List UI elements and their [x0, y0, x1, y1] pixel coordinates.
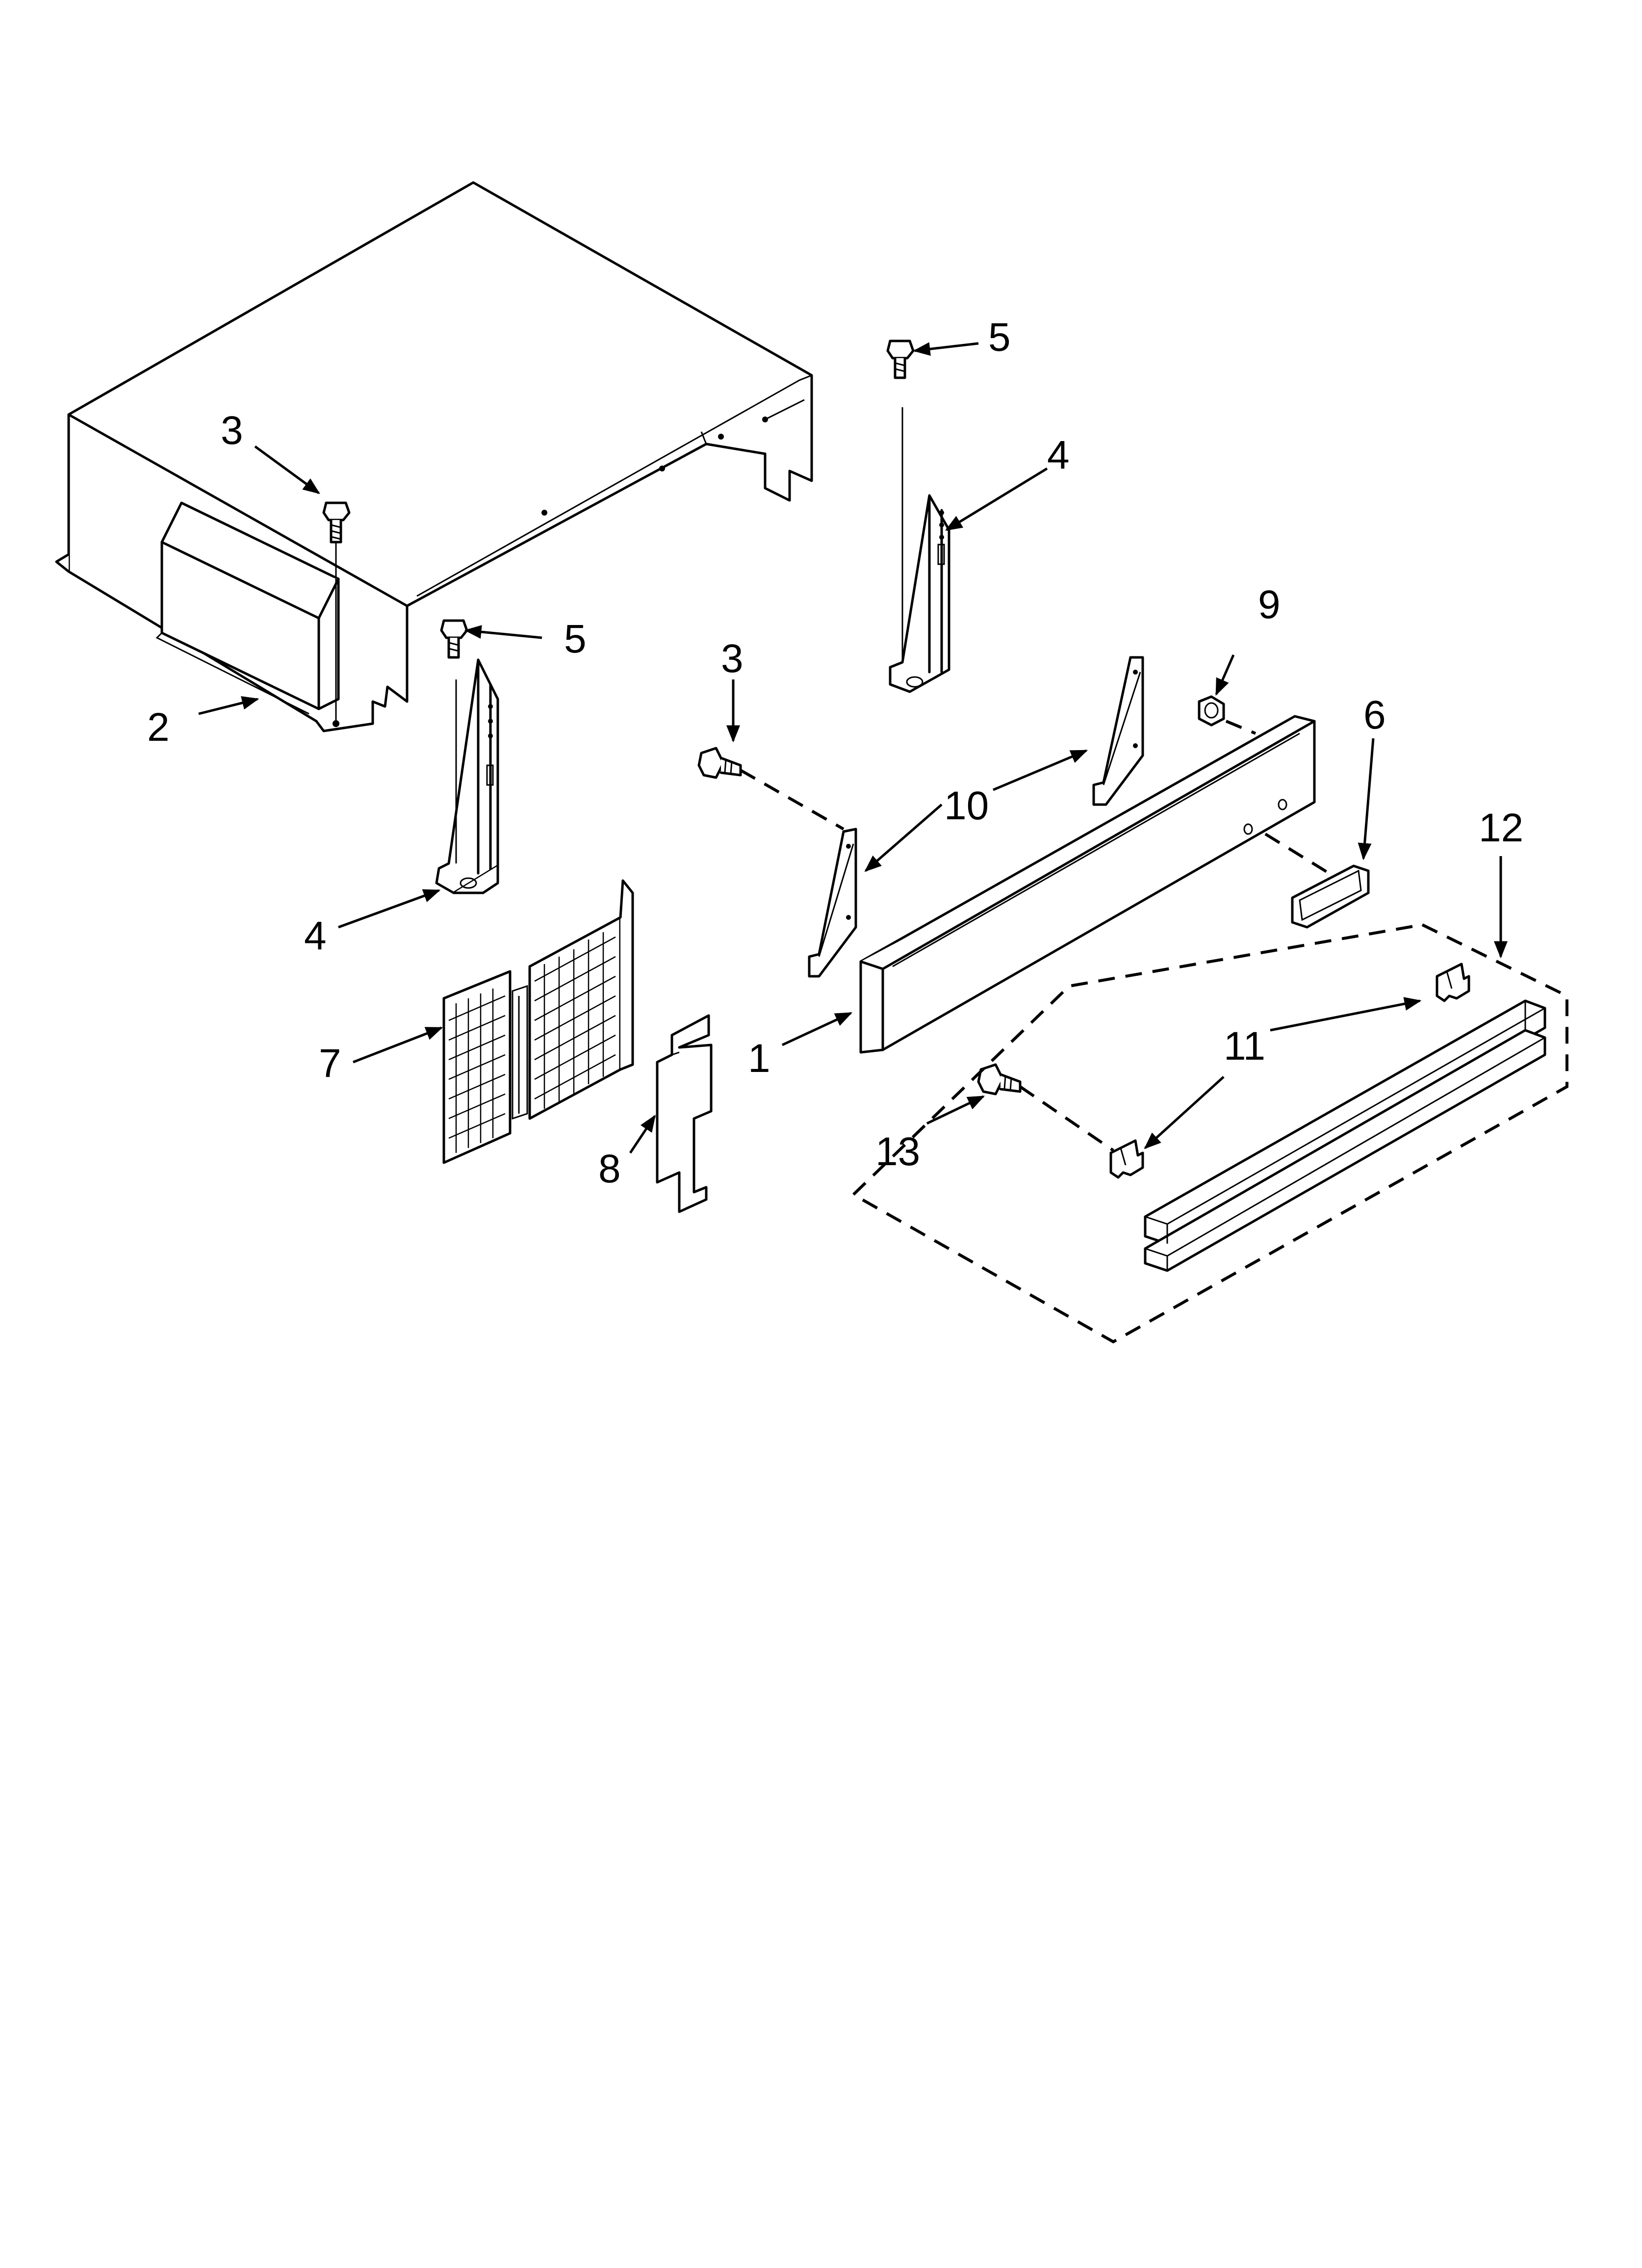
- callout-2: 2: [147, 705, 170, 750]
- callout-5-right: 5: [988, 315, 1011, 360]
- screw-front-bracket: [697, 747, 742, 779]
- callout-9: 9: [1258, 582, 1281, 627]
- screw-bracket-left: [440, 619, 468, 659]
- screw-bracket-right: [886, 339, 915, 379]
- grille: [442, 879, 634, 1164]
- kick-plate: [1144, 999, 1546, 1272]
- bracket-left: [435, 658, 499, 894]
- callout-11: 11: [1224, 1024, 1265, 1069]
- screw-kick-plate: [977, 1063, 1022, 1095]
- bracket-right: [889, 407, 950, 693]
- front-bracket-lower: [808, 828, 857, 978]
- callout-3-front: 3: [721, 636, 744, 681]
- callout-10: 10: [944, 783, 989, 828]
- kick-plate-assembly-outline: [851, 923, 1568, 1344]
- callout-13: 13: [875, 1129, 920, 1174]
- callout-6: 6: [1363, 693, 1386, 737]
- front-panel: [859, 715, 1316, 1054]
- callout-12: 12: [1479, 806, 1523, 850]
- callout-8: 8: [598, 1147, 621, 1191]
- guide-line-handle: [1264, 833, 1330, 875]
- callout-7: 7: [319, 1041, 341, 1086]
- guide-line-nut: [1225, 720, 1257, 735]
- callout-5-left: 5: [564, 617, 587, 661]
- guide-line-front-screw: [740, 769, 845, 831]
- screw-cabinet: [322, 501, 351, 727]
- cover-plate: [656, 1014, 713, 1213]
- handle-trim: [1291, 864, 1370, 929]
- clip-lower: [1109, 1139, 1144, 1179]
- callout-3-cabinet: 3: [221, 408, 243, 453]
- guide-line-kick-screw: [1019, 1085, 1114, 1152]
- callout-4-left: 4: [304, 913, 327, 958]
- callout-4-right: 4: [1047, 433, 1070, 477]
- leader-arrows: [198, 342, 1508, 1154]
- clip-upper: [1436, 963, 1470, 1002]
- nut: [1198, 695, 1225, 727]
- callout-1: 1: [748, 1036, 770, 1081]
- front-bracket-upper: [1092, 656, 1144, 806]
- cabinet-top-housing: [55, 181, 813, 732]
